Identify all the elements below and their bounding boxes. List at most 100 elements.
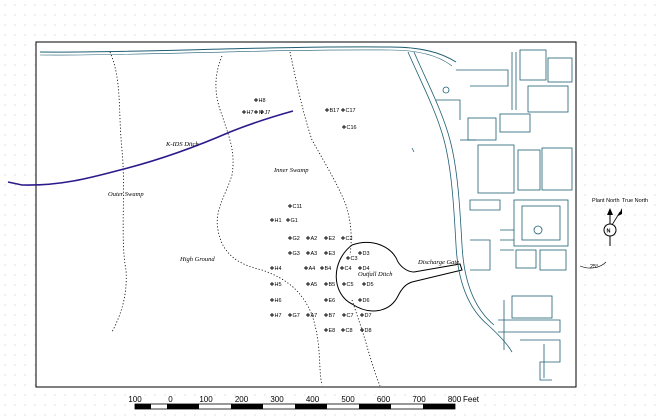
sample-point-c5: C5	[342, 282, 354, 288]
sample-point-label: C2	[346, 236, 353, 242]
sample-point-b4: B4	[320, 266, 331, 272]
sample-point-c16: C16	[342, 125, 357, 131]
sample-point-marker	[288, 204, 292, 208]
sample-point-a7: A7	[306, 313, 317, 319]
north-arrow-n: N	[607, 229, 611, 235]
sample-point-marker	[360, 313, 364, 317]
true-north-label: True North	[622, 198, 648, 204]
north-angle-arc	[579, 261, 607, 269]
label-inner-swamp: Inner Swamp	[273, 167, 309, 174]
sample-point-label: B17	[330, 108, 340, 114]
sample-point-marker	[254, 98, 258, 102]
sample-point-label: D8	[365, 328, 372, 334]
outfall-ditch-shape	[335, 241, 463, 312]
scale-tick-label: 800	[448, 395, 462, 404]
sample-point-marker	[270, 266, 274, 270]
sample-point-marker	[306, 236, 310, 240]
scale-tick-label: 100	[199, 395, 213, 404]
sample-point-c2: C2	[341, 236, 353, 242]
sample-point-label: D3	[363, 251, 370, 257]
sample-point-marker	[341, 328, 345, 332]
sample-point-label: B7	[329, 313, 336, 319]
sample-point-marker	[346, 256, 350, 260]
sample-point-e2: E2	[324, 236, 335, 242]
sample-point-label: H4	[275, 266, 282, 272]
sample-point-d5: D5	[362, 282, 374, 288]
sample-point-label: E3	[329, 251, 336, 257]
sample-point-e3: E3	[324, 251, 335, 257]
sample-point-marker	[358, 266, 362, 270]
sample-point-c8: C8	[341, 328, 353, 334]
sample-point-a3: A3	[306, 251, 317, 257]
sample-point-marker	[304, 266, 308, 270]
sample-point-label: C11	[293, 204, 303, 210]
sample-point-h1: H1	[270, 218, 282, 224]
sample-point-e6: E6	[324, 298, 335, 304]
sample-point-label: C7	[347, 313, 354, 319]
sample-point-label: H1	[275, 218, 282, 224]
sample-point-label: A5	[311, 282, 318, 288]
label-discharge-gate: Discharge Gate	[417, 259, 459, 266]
sample-point-i7: I7	[254, 110, 263, 116]
sample-point-marker	[341, 236, 345, 240]
sample-point-marker	[270, 218, 274, 222]
sample-point-marker	[358, 298, 362, 302]
sample-point-d8: D8	[360, 328, 372, 334]
sample-point-a4: A4	[304, 266, 315, 272]
swamp-boundaries	[109, 51, 381, 387]
sample-point-label: C5	[347, 282, 354, 288]
sample-point-label: I7	[259, 110, 264, 116]
sample-point-d7: D7	[360, 313, 372, 319]
sample-point-marker	[325, 108, 329, 112]
sample-point-marker	[342, 282, 346, 286]
label-k-ids-ditch: K-IDS Ditch	[165, 141, 199, 148]
scale-tick-label: 700	[412, 395, 426, 404]
sample-point-label: G1	[291, 218, 298, 224]
sample-point-h7: H7	[270, 313, 282, 319]
sample-point-marker	[360, 328, 364, 332]
sample-point-e8: E8	[324, 328, 335, 334]
sample-point-c11: C11	[288, 204, 302, 210]
sample-point-label: A2	[311, 236, 318, 242]
sample-point-marker	[288, 313, 292, 317]
sample-point-marker	[270, 298, 274, 302]
sample-point-label: C17	[346, 108, 356, 114]
sample-point-b17: B17	[325, 108, 339, 114]
road-arc-inner	[39, 49, 453, 67]
sample-point-marker	[288, 236, 292, 240]
sample-point-b7: B7	[324, 313, 335, 319]
sample-point-d6: D6	[358, 298, 370, 304]
sample-point-label: D5	[367, 282, 374, 288]
north-angle-label: 25°	[590, 264, 598, 270]
sample-point-marker	[341, 108, 345, 112]
sample-point-label: E6	[329, 298, 336, 304]
k-ids-ditch-line	[7, 110, 294, 186]
sample-point-marker	[340, 266, 344, 270]
sample-point-g3: G3	[288, 251, 300, 257]
sample-point-h8: H8	[254, 98, 266, 104]
sample-point-label: B5	[329, 282, 336, 288]
sample-point-label: C16	[347, 125, 357, 131]
sample-point-marker	[320, 266, 324, 270]
sample-point-a5: A5	[306, 282, 317, 288]
sample-point-label: C4	[345, 266, 352, 272]
sample-point-marker	[342, 313, 346, 317]
sample-point-label: H7	[275, 313, 282, 319]
sample-point-marker	[242, 110, 246, 114]
sample-point-marker	[288, 251, 292, 255]
north-arrow: N Plant North True North 25°	[579, 198, 648, 270]
sample-point-marker	[324, 298, 328, 302]
sample-point-d4: D4	[358, 266, 370, 272]
sample-point-label: A4	[309, 266, 316, 272]
scale-unit: Feet	[463, 395, 480, 404]
label-outfall-ditch: Outfall Ditch	[358, 271, 392, 278]
road-arc	[39, 46, 457, 63]
sample-point-label: H8	[259, 98, 266, 104]
sample-point-c4: C4	[340, 266, 352, 272]
sample-point-marker	[254, 110, 258, 114]
sample-point-label: H6	[275, 298, 282, 304]
sample-point-c3: C3	[346, 256, 358, 262]
sample-point-label: A7	[311, 313, 318, 319]
map-frame	[35, 41, 577, 388]
